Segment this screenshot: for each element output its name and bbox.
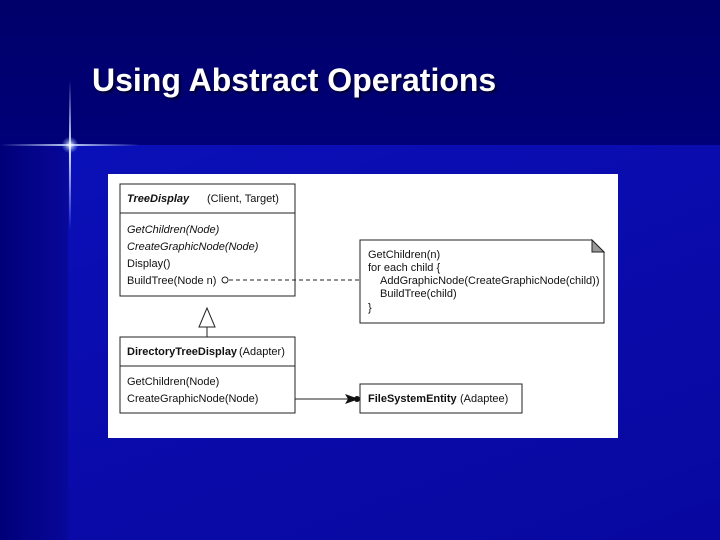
note-box: GetChildren(n) for each child { AddGraph… [359, 238, 606, 324]
note-line-5: } [368, 302, 372, 314]
class-tree-display-name: TreeDisplay [127, 193, 190, 205]
inheritance-arrowhead [198, 306, 216, 328]
background-top [0, 0, 720, 145]
class-tree-display-box [119, 183, 296, 297]
uml-diagram-svg: TreeDisplay (Client, Target) GetChildren… [119, 183, 606, 414]
class-directory-tree-display: DirectoryTreeDisplay (Adapter) GetChildr… [119, 336, 296, 414]
sparkle-vertical [69, 80, 71, 230]
class-tree-display: TreeDisplay (Client, Target) GetChildren… [119, 183, 296, 297]
op-get-children: GetChildren(Node) [127, 224, 220, 236]
note-line-4: BuildTree(child) [380, 288, 457, 300]
class-file-system-entity-role: (Adaptee) [460, 393, 508, 405]
class-file-system-entity: FileSystemEntity (Adaptee) [359, 383, 523, 414]
note-anchor-circle [221, 276, 229, 284]
class-directory-tree-display-box [119, 336, 296, 414]
note-line-3: AddGraphicNode(CreateGraphicNode(child)) [380, 275, 600, 287]
op-display: Display() [127, 258, 170, 270]
class-directory-tree-display-role: (Adapter) [239, 346, 285, 358]
sparkle-glow [62, 137, 78, 153]
op-adapter-create-graphic-node: CreateGraphicNode(Node) [127, 393, 258, 405]
uml-diagram: TreeDisplay (Client, Target) GetChildren… [108, 174, 618, 438]
background-left [0, 145, 68, 540]
op-create-graphic-node: CreateGraphicNode(Node) [127, 241, 259, 253]
class-directory-tree-display-name: DirectoryTreeDisplay [127, 346, 238, 358]
slide-title: Using Abstract Operations [92, 62, 497, 98]
association-dot [354, 396, 360, 402]
note-folded-corner [591, 238, 606, 253]
note-line-2: for each child { [368, 262, 440, 274]
note-line-1: GetChildren(n) [368, 249, 440, 261]
class-file-system-entity-box [359, 383, 523, 414]
op-build-tree: BuildTree(Node n) [127, 275, 216, 287]
op-adapter-get-children: GetChildren(Node) [127, 376, 219, 388]
association-arrowhead [345, 394, 359, 404]
class-tree-display-role: (Client, Target) [207, 193, 279, 205]
class-file-system-entity-name: FileSystemEntity [368, 393, 458, 405]
note-outline [359, 239, 605, 324]
